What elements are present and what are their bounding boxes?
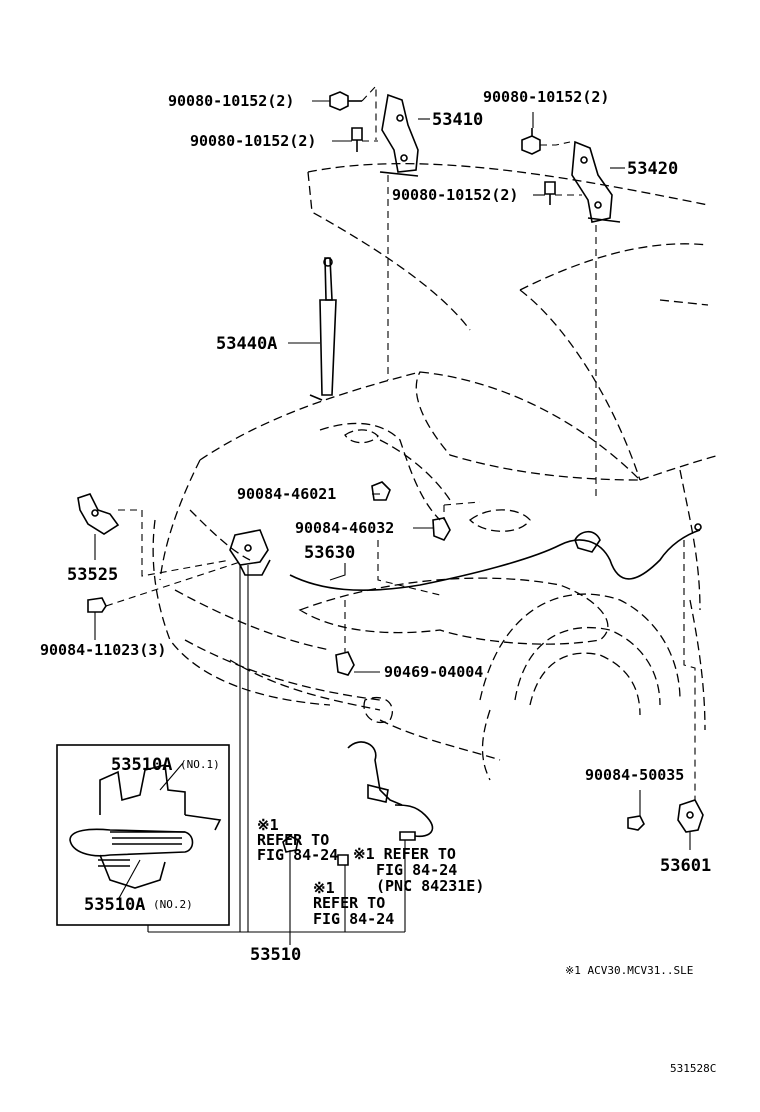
note-1b-line2: FIG 84-24 xyxy=(376,861,457,879)
label-clip-upper: 90084-46021 xyxy=(237,485,336,503)
hood-hinge-lh xyxy=(379,93,419,177)
note-1b-line3: (PNC 84231E) xyxy=(376,877,484,895)
clip-right-icon xyxy=(627,815,645,831)
label-spring-1: 53510A xyxy=(111,755,172,775)
leader-lines xyxy=(94,84,696,945)
note-1a-line2: FIG 84-24 xyxy=(257,846,338,864)
bracket-left xyxy=(77,493,120,535)
label-clip-mid: 90084-46032 xyxy=(295,519,394,537)
label-bracket-left: 53525 xyxy=(67,565,118,585)
detail-inset xyxy=(56,744,230,926)
figure-code: 531528C xyxy=(670,1062,716,1075)
clip-lower-icon xyxy=(335,651,355,676)
note-1c-line1: REFER TO xyxy=(313,894,385,912)
note-1b-line1: ※1 REFER TO xyxy=(353,845,456,863)
car-body-outline xyxy=(152,163,721,781)
hood-hinge-rh xyxy=(571,140,621,223)
bolt-icon xyxy=(329,91,362,111)
release-lever xyxy=(677,799,704,833)
clip-upper-icon xyxy=(371,481,391,501)
label-release-cable: 53630 xyxy=(304,543,355,563)
label-spring-2-sub: (NO.2) xyxy=(153,898,193,911)
label-clip-left: 90084-11023(3) xyxy=(40,641,166,659)
label-hood-support: 53440A xyxy=(216,334,277,354)
clip-left-icon xyxy=(87,597,107,613)
label-bolt-top-left: 90080-10152(2) xyxy=(168,92,294,110)
label-spring-1-sub: (NO.1) xyxy=(180,758,220,771)
bolt-icon xyxy=(521,128,541,155)
label-lever: 53601 xyxy=(660,856,711,876)
note-1a-mark: ※1 xyxy=(257,816,279,834)
part-labels: 90080-10152(2) 90080-10152(2) 53410 9008… xyxy=(40,88,716,1075)
bolt-icon xyxy=(351,127,363,152)
label-hinge-lh: 53410 xyxy=(432,110,483,130)
footnote: ※1 ACV30.MCV31..SLE xyxy=(565,964,693,977)
hood-support-strut xyxy=(309,257,337,401)
note-1c-mark: ※1 xyxy=(313,879,335,897)
label-bolt-mid-left: 90080-10152(2) xyxy=(190,132,316,150)
label-spring-2: 53510A xyxy=(84,895,145,915)
label-clip-lower: 90469-04004 xyxy=(384,663,483,681)
label-lock-assy: 53510 xyxy=(250,945,301,965)
harness-icon xyxy=(337,741,434,866)
bolt-icon xyxy=(544,181,556,205)
clip-mid-icon xyxy=(432,517,451,541)
label-bolt-mid-right: 90080-10152(2) xyxy=(392,186,518,204)
switch-icon xyxy=(282,835,299,853)
label-clip-right: 90084-50035 xyxy=(585,766,684,784)
label-bolt-top-right: 90080-10152(2) xyxy=(483,88,609,106)
note-1a-line1: REFER TO xyxy=(257,831,329,849)
note-1c-line2: FIG 84-24 xyxy=(313,910,394,928)
release-cable xyxy=(289,523,702,591)
label-hinge-rh: 53420 xyxy=(627,159,678,179)
hood-lock-assembly xyxy=(229,529,271,576)
